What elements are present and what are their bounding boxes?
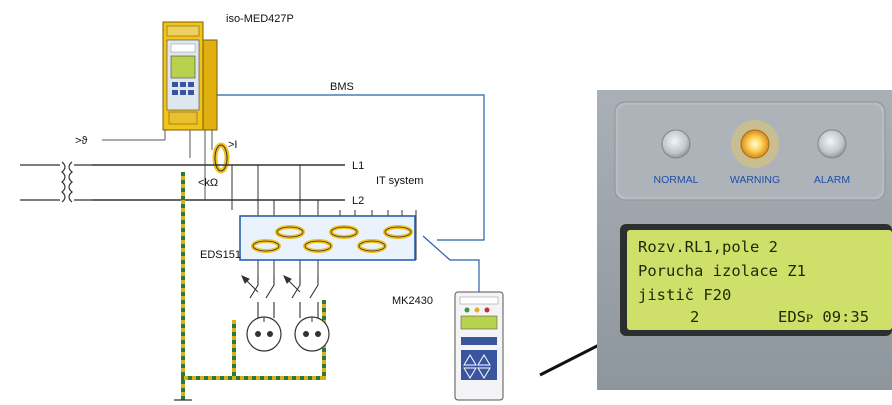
l2-label: L2 [352, 195, 364, 207]
it-system-label: IT system [376, 175, 423, 187]
device-label-iso-med427p: iso-MED427P [226, 13, 294, 25]
supply-transformer-icon [20, 161, 92, 203]
mk2430-device [454, 291, 504, 401]
circuit-breakers [249, 275, 319, 318]
pe-conductor-vertical [181, 172, 185, 400]
lcd-display [620, 224, 892, 336]
socket-outlet-icon-1 [246, 316, 282, 352]
normal-led-icon [661, 129, 691, 159]
lcd-channel-number: 2 [690, 308, 699, 326]
kohm-symbol: <kΩ [198, 177, 218, 189]
normal-label: NORMAL [654, 174, 699, 186]
current-symbol: >I [228, 139, 237, 151]
alarm-led-icon [817, 129, 847, 159]
mk2430-label: MK2430 [392, 295, 433, 307]
warning-led-icon [740, 129, 770, 159]
breaker-arrow-icons [241, 275, 301, 293]
alarm-label: ALARM [814, 174, 850, 186]
warning-label: WARNING [730, 174, 780, 186]
lcd-line-2: Porucha izolace Z1 [638, 262, 806, 280]
lcd-line-1: Rozv.RL1,pole 2 [638, 238, 778, 256]
pe-conductor-horizontal [181, 376, 326, 380]
lcd-line-3: jistič F20 [638, 286, 731, 304]
l1-label: L1 [352, 160, 364, 172]
mk-link-line [422, 235, 480, 292]
eds151-label: EDS151 [200, 249, 241, 261]
eds151-module [239, 215, 416, 261]
lcd-status-time: EDSᴘ 09:35 [778, 308, 869, 326]
bms-bus-line [217, 94, 485, 241]
iso-med427p-device [162, 21, 218, 131]
bms-label: BMS [330, 81, 354, 93]
socket-outlet-icon-2 [294, 316, 330, 352]
temperature-symbol: >ϑ [75, 135, 87, 147]
